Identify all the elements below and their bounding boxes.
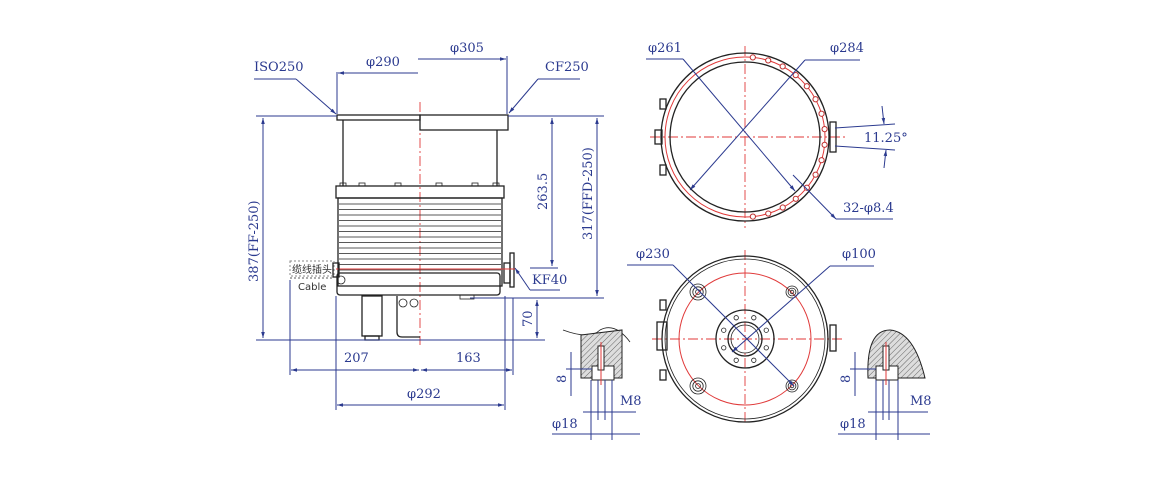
bolt-hole [765, 210, 772, 217]
dim-phi-261: φ261 [648, 41, 682, 56]
bolt-hole [803, 184, 810, 191]
bolt-hole [779, 63, 786, 70]
bolt-hole [749, 54, 756, 61]
center-flange [715, 309, 775, 369]
flange-hole [721, 327, 727, 333]
detail-left-thread: M8 [620, 394, 642, 409]
mounting-foot [689, 283, 707, 301]
flange-hole [751, 357, 757, 363]
bore [669, 61, 821, 213]
bolt-hole [812, 96, 819, 103]
bolt-hole [818, 157, 825, 164]
dim-317-ffd: 317(FFD-250) [581, 147, 596, 240]
side-view: 缆线插头 Cable 387(FF-250) 263.5 317(FFD-250… [247, 41, 604, 410]
flange-hole [733, 315, 739, 321]
dim-263-5: 263.5 [536, 173, 551, 210]
dim-phi-100: φ100 [842, 247, 876, 262]
label-32-holes: 32-φ8.4 [843, 201, 894, 216]
dim-phi-284: φ284 [830, 41, 864, 56]
bolt-hole [821, 126, 828, 133]
flange-hole [733, 357, 739, 363]
cable-label-box [289, 260, 335, 277]
base-outer [661, 255, 829, 423]
flange-outer [660, 52, 830, 222]
cf-flange [419, 114, 509, 131]
flange-hole [751, 315, 757, 321]
angle-11-25: 11.25° [864, 131, 908, 146]
bolt-hole [749, 213, 756, 220]
bolt-hole [765, 57, 772, 64]
bolt-hole [803, 83, 810, 90]
bolt-hole-pattern [749, 54, 828, 220]
label-iso250: ISO250 [254, 60, 304, 75]
cable-label-cn: 缆线插头 [292, 263, 332, 276]
pump-body [332, 182, 515, 341]
detail-right-depth: 8 [839, 375, 854, 383]
detail-right: 8 M8 φ18 [838, 329, 932, 440]
detail-right-thread: M8 [910, 394, 932, 409]
dim-phi-292: φ292 [407, 387, 441, 402]
dim-phi-290: φ290 [366, 55, 400, 70]
detail-left-depth: 8 [555, 375, 570, 383]
top-view: φ261 φ284 11.25° 32-φ8.4 [646, 41, 908, 228]
dim-163: 163 [456, 351, 481, 366]
bottom-view: φ230 φ100 [627, 247, 876, 425]
label-kf40: KF40 [532, 273, 567, 288]
mounting-foot [689, 377, 707, 395]
dim-phi-230: φ230 [636, 247, 670, 262]
mounting-foot [692, 286, 704, 298]
detail-left: 8 M8 φ18 [552, 327, 642, 440]
bolt-hole [812, 171, 819, 178]
mounting-foot [695, 383, 701, 389]
dim-387-ff: 387(FF-250) [247, 200, 262, 282]
dim-phi-305: φ305 [450, 41, 484, 56]
label-cf250: CF250 [545, 60, 589, 75]
bolt-hole [818, 110, 825, 117]
dim-70: 70 [521, 310, 536, 327]
flange-hole [721, 345, 727, 351]
mounting-foot [787, 287, 797, 297]
bolt-hole [779, 204, 786, 211]
cable-label-en: Cable [298, 282, 326, 293]
mounting-foot [789, 289, 795, 295]
flange-hole [763, 327, 769, 333]
detail-left-diameter: φ18 [552, 417, 578, 432]
flange-hole [763, 345, 769, 351]
mounting-foot [785, 379, 799, 393]
detail-right-diameter: φ18 [840, 417, 866, 432]
bolt-hole [792, 195, 799, 202]
mounting-foot [785, 285, 799, 299]
bolt-hole [792, 72, 799, 79]
bolt-hole [821, 141, 828, 148]
iso-flange [336, 114, 421, 121]
dimensions-side: 387(FF-250) 263.5 317(FFD-250) 70 φ290 φ… [247, 41, 604, 410]
mounting-foot [692, 380, 704, 392]
dim-207: 207 [344, 351, 369, 366]
